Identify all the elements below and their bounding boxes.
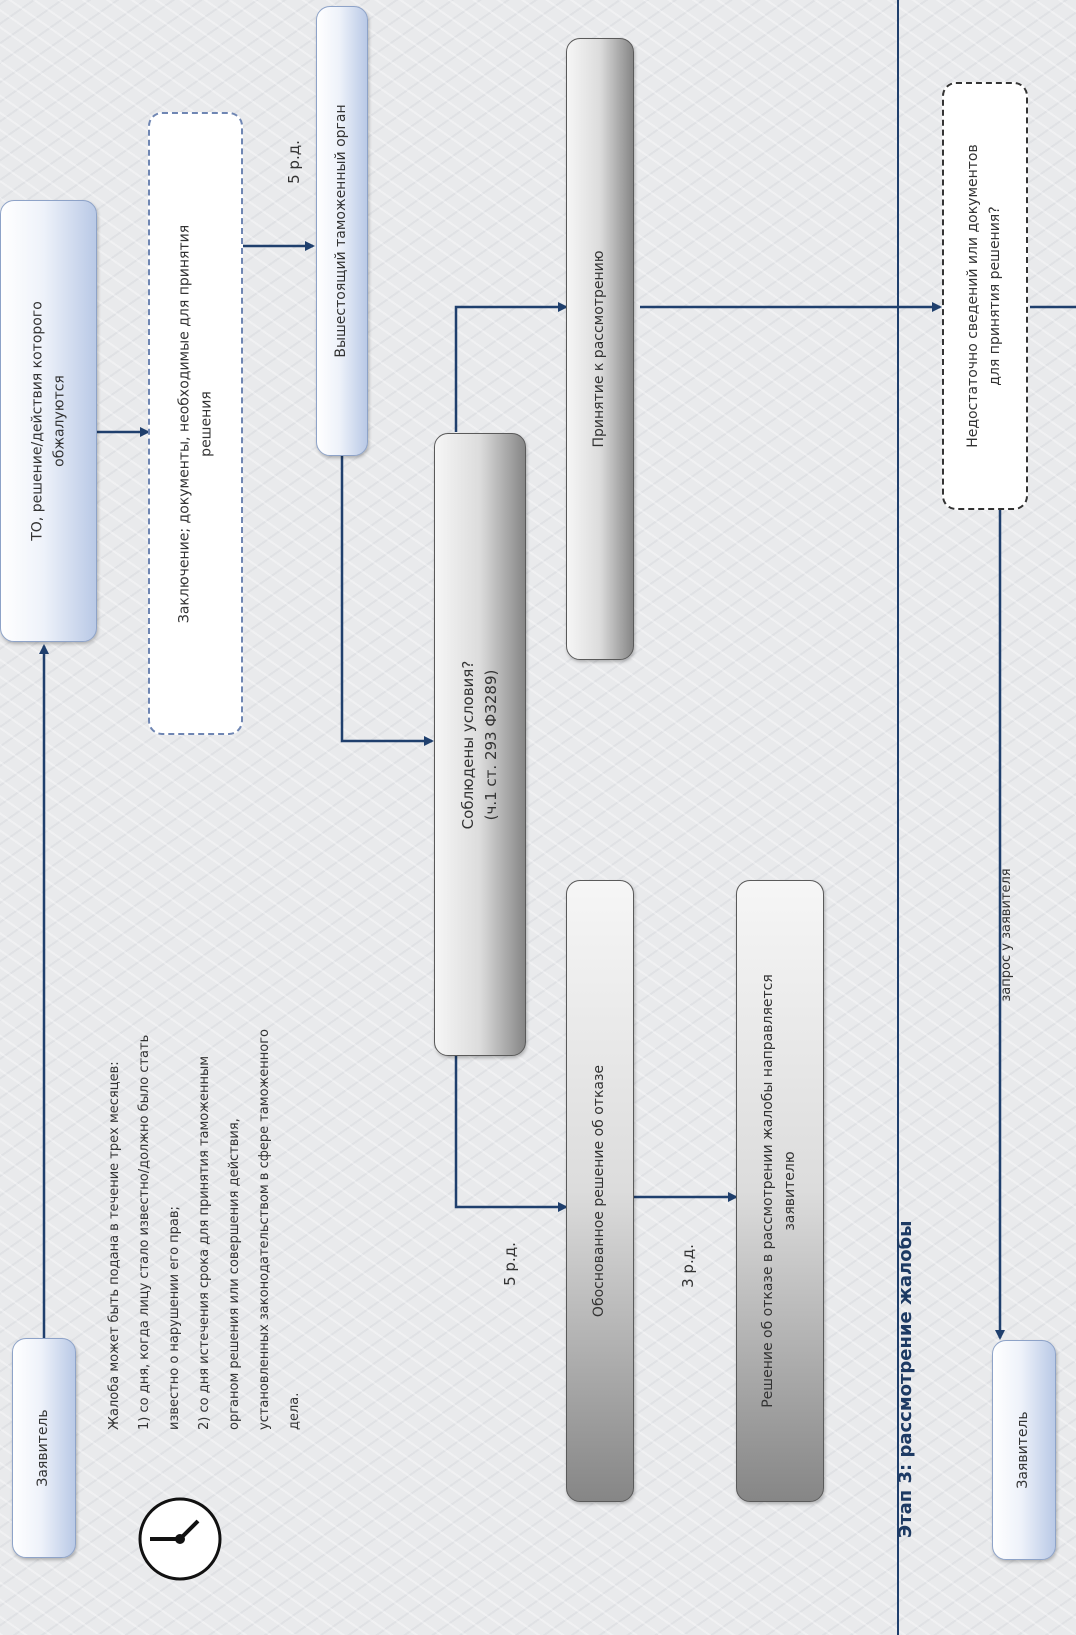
stage-title: Этап 3: рассмотрение жалобы xyxy=(894,1220,916,1538)
arrow-conditions-to-accept xyxy=(454,302,568,432)
customs-body-box: ТО, решение/действия которого обжалуются xyxy=(0,200,97,642)
label-5-days-top: 5 р.д. xyxy=(285,140,303,184)
arrow-higher-to-conditions xyxy=(340,456,434,746)
higher-body-label: Вышестоящий таможенный орган xyxy=(333,104,350,358)
clock-icon xyxy=(138,1497,222,1581)
label-3-days: 3 р.д. xyxy=(679,1244,697,1288)
customs-body-label: ТО, решение/действия которого обжалуются xyxy=(28,301,67,541)
reasoned-refusal-label: Обоснованное решение об отказе xyxy=(591,1064,608,1318)
conditions-box: Соблюдены условия? (ч.1 ст. 293 ФЗ289) xyxy=(434,433,526,1056)
label-request: запрос у заявителя xyxy=(999,868,1014,1002)
accept-box: Принятие к рассмотрению xyxy=(566,38,634,660)
label-5-days-bottom: 5 р.д. xyxy=(501,1242,519,1286)
documents-box: Заключение; документы, необходимые для п… xyxy=(148,112,243,735)
insufficient-label: Недостаточно сведений или документов для… xyxy=(965,144,1003,448)
documents-label: Заключение; документы, необходимые для п… xyxy=(175,224,214,623)
arrow-conditions-to-refusal xyxy=(454,1056,568,1212)
refusal-sent-label: Решение об отказе в рассмотрении жалобы … xyxy=(760,974,798,1408)
applicant-top-label: Заявитель xyxy=(35,1409,52,1487)
applicant-bottom-label: Заявитель xyxy=(1015,1411,1032,1489)
refusal-sent-box: Решение об отказе в рассмотрении жалобы … xyxy=(736,880,824,1502)
reasoned-refusal-box: Обоснованное решение об отказе xyxy=(566,880,634,1502)
higher-body-box: Вышестоящий таможенный орган xyxy=(316,6,368,456)
applicant-bottom-box: Заявитель xyxy=(992,1340,1056,1560)
deadline-note: Жалоба может быть подана в течение трех … xyxy=(107,1029,302,1430)
conditions-label: Соблюдены условия? (ч.1 ст. 293 ФЗ289) xyxy=(458,660,500,829)
insufficient-box: Недостаточно сведений или документов для… xyxy=(942,82,1028,510)
accept-label: Принятие к рассмотрению xyxy=(591,250,608,448)
applicant-top-box: Заявитель xyxy=(12,1338,76,1558)
